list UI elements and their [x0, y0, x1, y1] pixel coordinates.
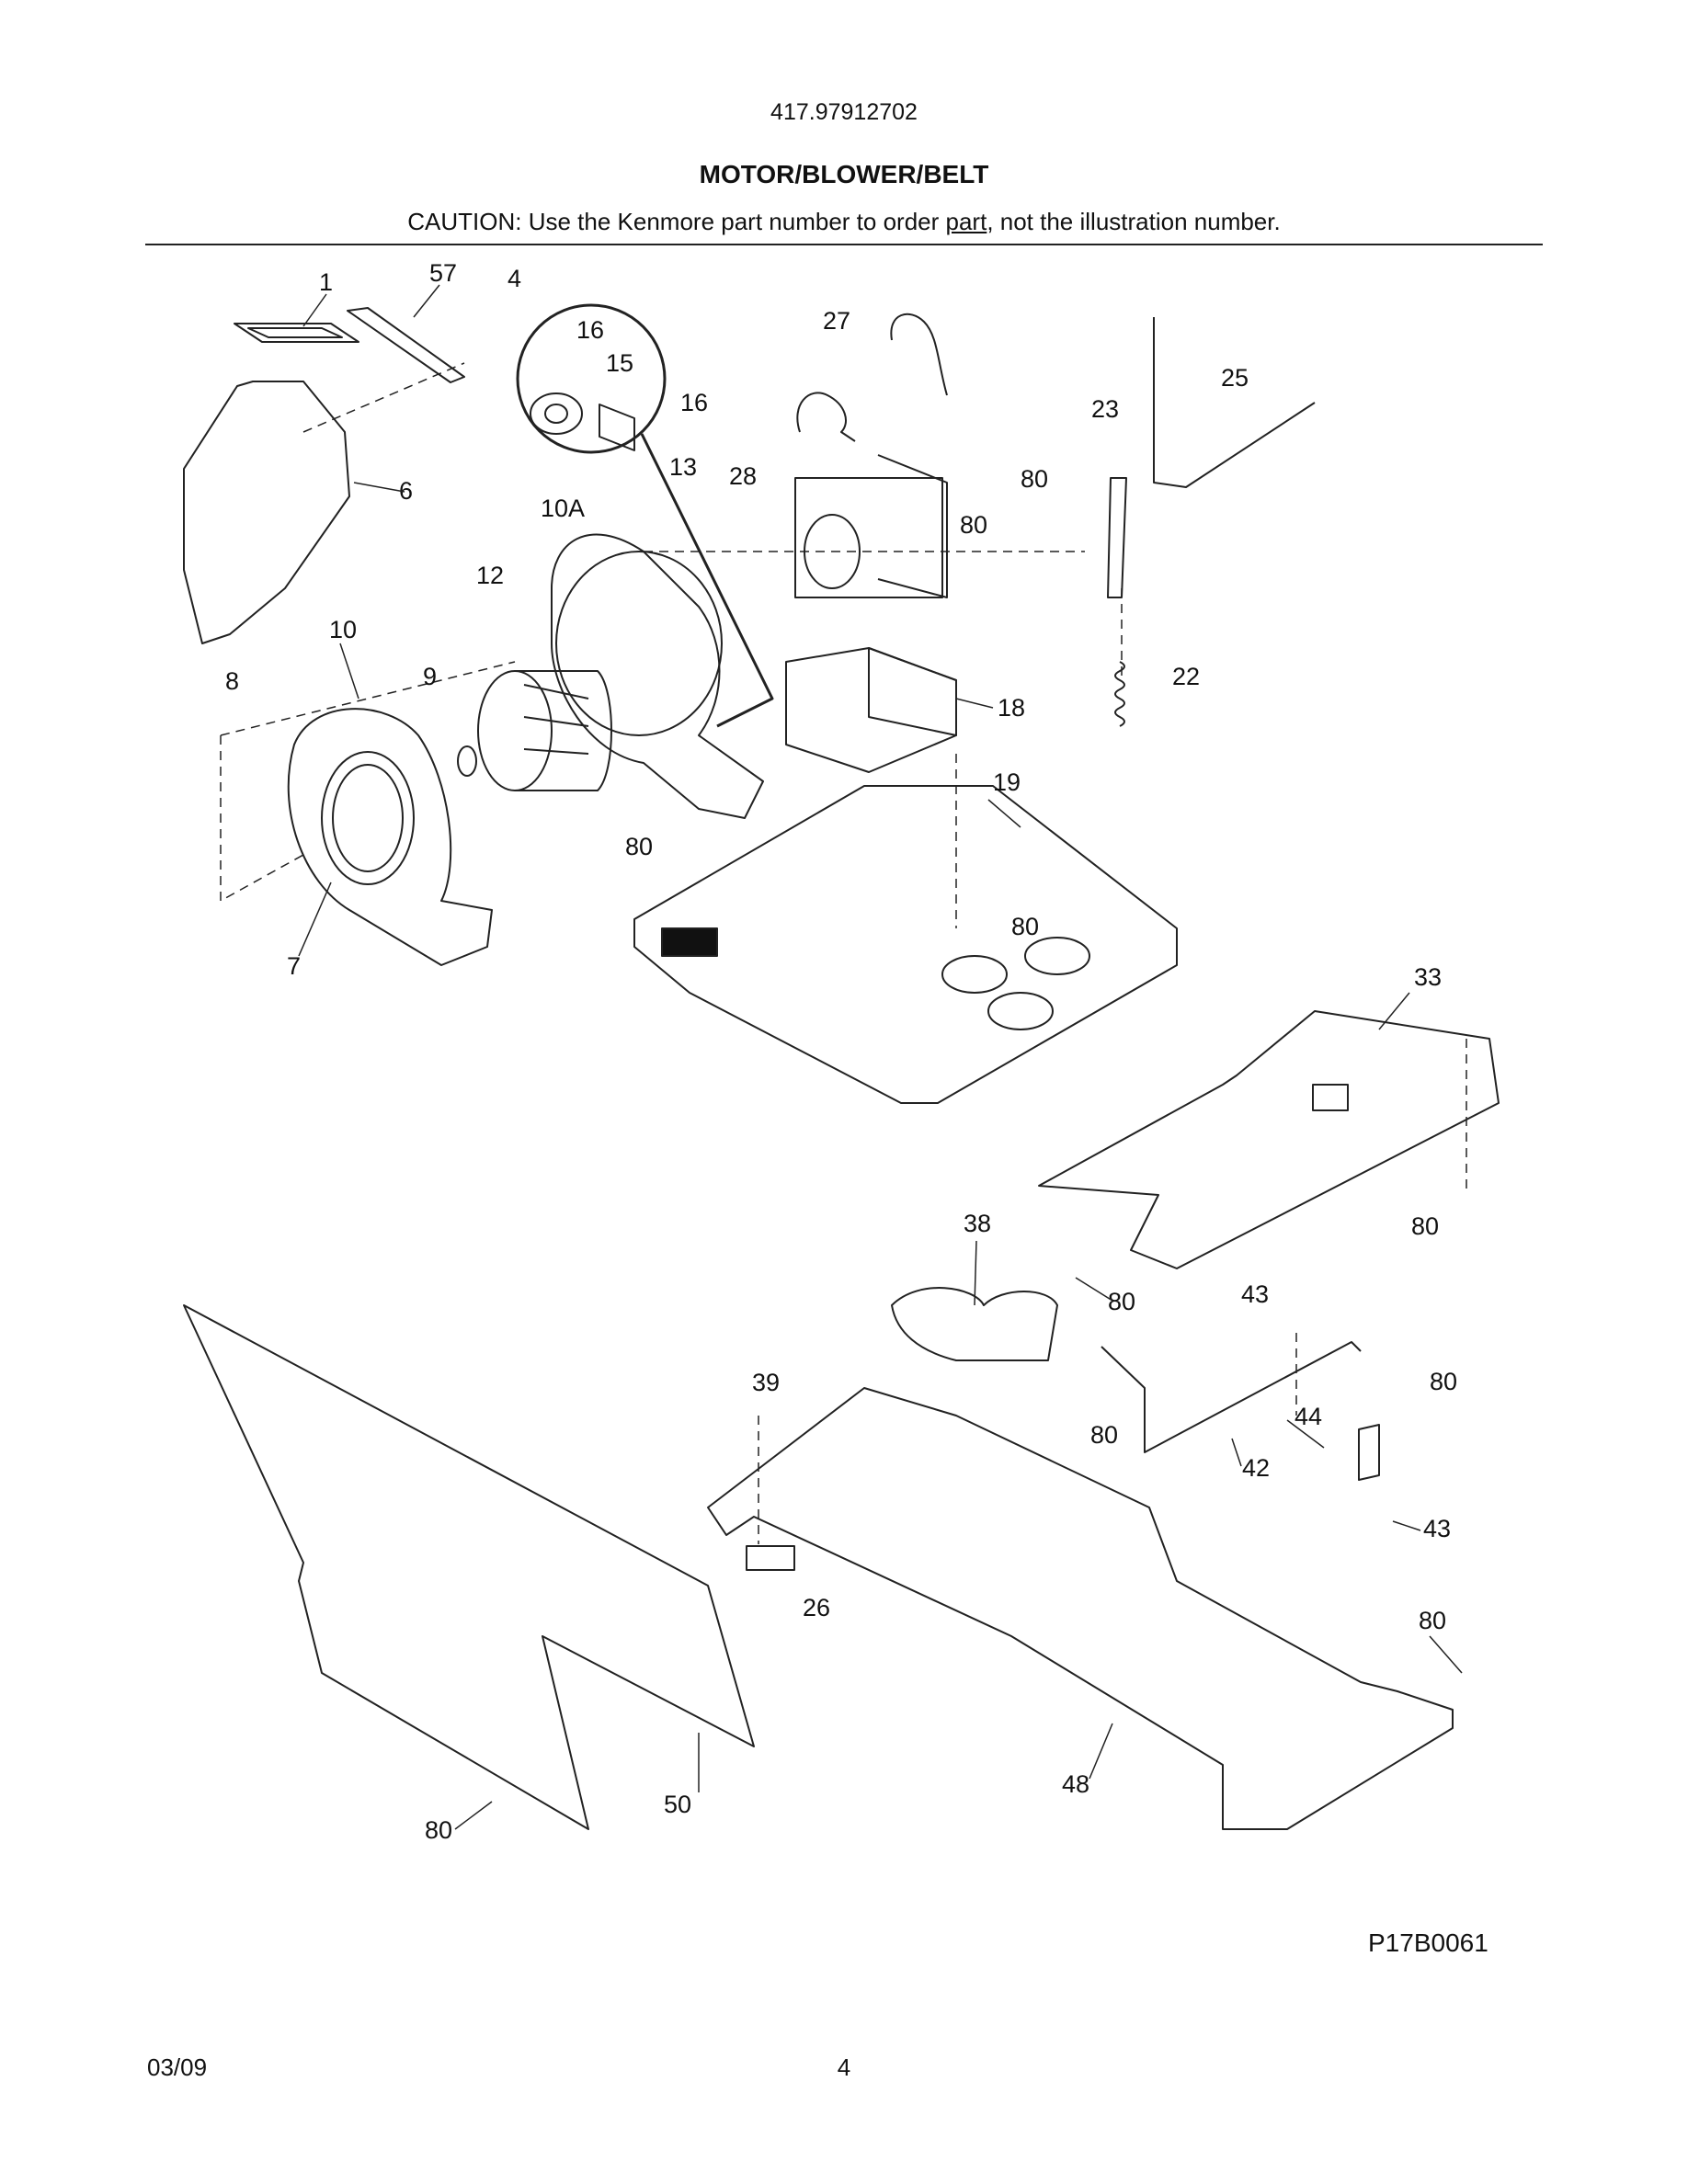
- part-12-impeller: [477, 670, 612, 791]
- part-13-bracket: [599, 404, 635, 451]
- label-6: 6: [399, 477, 413, 505]
- part-50-side-panel: [183, 1304, 755, 1830]
- label-22: 22: [1172, 663, 1200, 690]
- label-26: 26: [803, 1594, 830, 1621]
- label-33: 33: [1414, 963, 1442, 991]
- label-80d: 80: [1011, 913, 1039, 940]
- part-27-clip-b: [890, 313, 948, 396]
- page-number: 4: [837, 2053, 851, 2081]
- label-80c: 80: [625, 833, 653, 860]
- part-23-idler-arm: [1107, 477, 1127, 598]
- label-18: 18: [998, 694, 1025, 722]
- label-12: 12: [476, 562, 504, 589]
- part-44-clip: [1358, 1424, 1380, 1481]
- part-38-duct: [891, 1287, 1058, 1361]
- label-57: 57: [429, 259, 457, 287]
- label-1: 1: [319, 268, 333, 296]
- label-16b: 16: [680, 389, 708, 416]
- label-80a: 80: [1021, 465, 1048, 493]
- model-number: 417.97912702: [770, 99, 918, 125]
- label-38: 38: [964, 1210, 991, 1237]
- part-28-motor: [794, 454, 948, 598]
- label-80g: 80: [1430, 1368, 1457, 1395]
- label-44: 44: [1295, 1403, 1322, 1430]
- part-labels: 1 57 4 16 15 16 13 27 25 23 28 80 80 6 1…: [225, 259, 1457, 1844]
- revision-date: 03/09: [147, 2053, 208, 2081]
- label-80j: 80: [425, 1816, 452, 1844]
- part-25-belt: [1153, 317, 1316, 488]
- label-8: 8: [225, 667, 239, 695]
- label-10A: 10A: [541, 495, 585, 522]
- caution-text-start: CAUTION: Use the Kenmore part number to …: [407, 208, 946, 235]
- part-10A-blower-housing: [551, 533, 764, 819]
- part-19-base-plate: [633, 785, 1178, 1104]
- part-6-duct: [183, 381, 350, 644]
- label-50: 50: [664, 1791, 691, 1818]
- section-title: MOTOR/BLOWER/BELT: [699, 160, 989, 188]
- part-15-bearing: [530, 392, 583, 435]
- part-9-clamp: [457, 745, 477, 777]
- label-80e: 80: [1411, 1212, 1439, 1240]
- caution-text-end: , not the illustration number.: [987, 208, 1281, 235]
- detail-leader-line: [640, 433, 774, 728]
- label-43b: 43: [1423, 1515, 1451, 1542]
- label-16a: 16: [576, 316, 604, 344]
- part-10-front-housing: [287, 708, 493, 966]
- label-42: 42: [1242, 1454, 1270, 1482]
- caution-underlined-word: part: [945, 208, 987, 235]
- label-leaders: [298, 284, 1463, 1830]
- part-33-panel: [1038, 1010, 1500, 1269]
- part-57-bracket: [347, 307, 465, 383]
- label-27: 27: [823, 307, 850, 335]
- label-80i: 80: [1419, 1607, 1446, 1634]
- part-42-channel: [1101, 1341, 1362, 1453]
- part-26-block: [746, 1545, 795, 1571]
- label-28: 28: [729, 462, 757, 490]
- part-48-base: [707, 1387, 1454, 1830]
- label-7: 7: [287, 952, 301, 980]
- label-4: 4: [508, 265, 521, 292]
- alignment-lines: [220, 362, 1467, 1544]
- part-27-clip-a: [796, 392, 856, 442]
- label-19: 19: [993, 768, 1021, 796]
- label-15: 15: [606, 349, 633, 377]
- part-22-spring: [1114, 661, 1125, 727]
- label-39: 39: [752, 1369, 780, 1396]
- caution-note: CAUTION: Use the Kenmore part number to …: [0, 208, 1688, 236]
- label-80f: 80: [1108, 1288, 1135, 1315]
- drawing-code: P17B0061: [1368, 1928, 1488, 1957]
- label-48: 48: [1062, 1770, 1089, 1798]
- label-80h: 80: [1090, 1421, 1118, 1449]
- label-9: 9: [423, 663, 437, 690]
- part-18-motor-mount: [785, 647, 957, 773]
- label-80b: 80: [960, 511, 987, 539]
- label-13: 13: [669, 453, 697, 481]
- header-divider: [145, 244, 1543, 245]
- part-1-slot-plate: [234, 323, 359, 343]
- label-43a: 43: [1241, 1280, 1269, 1308]
- label-10: 10: [329, 616, 357, 643]
- detail-inset-circle: [516, 303, 667, 454]
- label-25: 25: [1221, 364, 1249, 392]
- label-23: 23: [1091, 395, 1119, 423]
